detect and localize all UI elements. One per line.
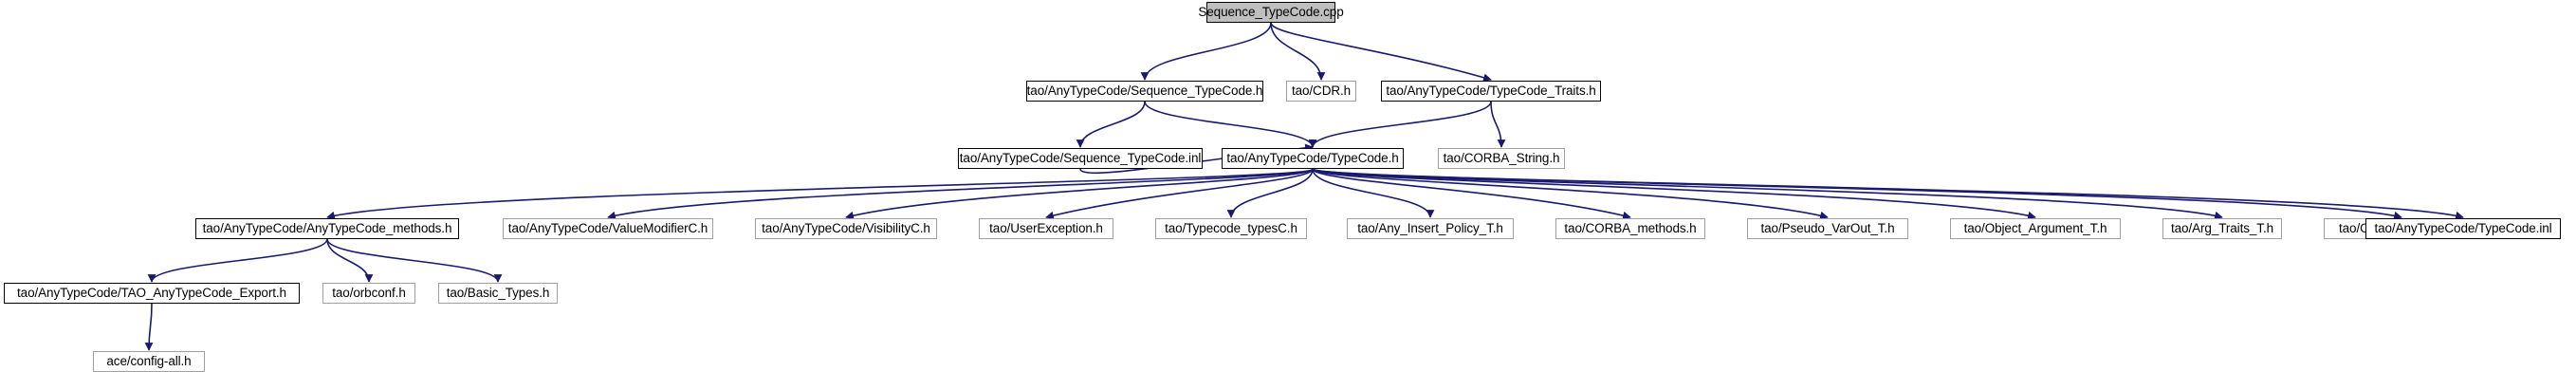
graph-edge (1312, 168, 1829, 220)
graph-edge (1045, 168, 1314, 220)
graph-node-label: tao/AnyTypeCode/AnyTypeCode_methods.h (202, 221, 452, 236)
graph-node-n6[interactable]: tao/CORBA_String.h (1438, 148, 1565, 169)
graph-edge (1270, 22, 1326, 81)
graph-edge (1226, 168, 1314, 218)
graph-edge (1312, 168, 2402, 220)
graph-node-label: tao/Arg_Traits_T.h (2171, 221, 2273, 236)
graph-edge (1076, 101, 1146, 148)
graph-node-label: tao/CORBA_String.h (1443, 151, 1560, 166)
graph-node-label: tao/AnyTypeCode/VisibilityC.h (762, 221, 930, 236)
graph-edge (1308, 101, 1492, 148)
graph-edge (1140, 22, 1272, 81)
graph-node-n2[interactable]: tao/CDR.h (1286, 81, 1356, 102)
graph-node-label: ace/config-all.h (106, 354, 192, 369)
graph-node-n13[interactable]: tao/CORBA_methods.h (1555, 218, 1705, 239)
graph-node-label: tao/Object_Argument_T.h (1963, 221, 2107, 236)
graph-edge (1312, 168, 2036, 220)
graph-node-n0[interactable]: Sequence_TypeCode.cpp (1198, 2, 1344, 23)
graph-edge (607, 168, 1314, 220)
graph-node-n18[interactable]: tao/AnyTypeCode/TypeCode.inl (2365, 218, 2561, 239)
graph-node-label: tao/AnyTypeCode/Sequence_TypeCode.h (1026, 84, 1263, 99)
graph-node-label: tao/Any_Insert_Policy_T.h (1357, 221, 1503, 236)
graph-node-n19[interactable]: tao/AnyTypeCode/TAO_AnyTypeCode_Export.h (4, 283, 300, 304)
graph-node-n12[interactable]: tao/Any_Insert_Policy_T.h (1347, 218, 1514, 239)
graph-node-n14[interactable]: tao/Pseudo_VarOut_T.h (1747, 218, 1908, 239)
graph-edge (147, 238, 328, 283)
graph-node-label: tao/CDR.h (1291, 84, 1352, 99)
graph-edge (1144, 101, 1317, 148)
graph-node-label: tao/AnyTypeCode/TypeCode.inl (2374, 221, 2552, 236)
graph-node-label: tao/UserException.h (989, 221, 1103, 236)
graph-edge (326, 238, 503, 283)
graph-node-n3[interactable]: tao/AnyTypeCode/TypeCode_Traits.h (1381, 81, 1601, 102)
graph-node-n10[interactable]: tao/UserException.h (979, 218, 1113, 239)
graph-node-n4[interactable]: tao/AnyTypeCode/Sequence_TypeCode.inl (958, 148, 1203, 169)
graph-node-label: tao/AnyTypeCode/ValueModifierC.h (507, 221, 708, 236)
graph-edge (326, 238, 374, 283)
graph-edge (845, 168, 1314, 220)
graph-node-n20[interactable]: tao/orbconf.h (322, 283, 415, 304)
graph-node-label: tao/CORBA_methods.h (1564, 221, 1697, 236)
graph-node-label: tao/AnyTypeCode/TypeCode.h (1226, 151, 1399, 166)
graph-node-n1[interactable]: tao/AnyTypeCode/Sequence_TypeCode.h (1026, 81, 1263, 102)
graph-edge (1312, 168, 1631, 220)
graph-edge (1270, 22, 1492, 83)
graph-node-label: tao/orbconf.h (332, 286, 406, 301)
graph-node-label: tao/Typecode_typesC.h (1165, 221, 1297, 236)
graph-node-label: tao/AnyTypeCode/TAO_AnyTypeCode_Export.h (17, 286, 286, 301)
graph-node-label: tao/Basic_Types.h (446, 286, 550, 301)
graph-node-n5[interactable]: tao/AnyTypeCode/TypeCode.h (1222, 148, 1404, 169)
graph-node-n9[interactable]: tao/AnyTypeCode/VisibilityC.h (755, 218, 937, 239)
graph-node-n8[interactable]: tao/AnyTypeCode/ValueModifierC.h (503, 218, 713, 239)
graph-node-label: tao/AnyTypeCode/Sequence_TypeCode.inl (959, 151, 1202, 166)
graph-edge (326, 168, 1314, 220)
graph-node-n21[interactable]: tao/Basic_Types.h (438, 283, 558, 304)
graph-node-n15[interactable]: tao/Object_Argument_T.h (1950, 218, 2121, 239)
graph-node-label: tao/Pseudo_VarOut_T.h (1760, 221, 1895, 236)
graph-edge (144, 303, 154, 351)
graph-node-label: Sequence_TypeCode.cpp (1198, 5, 1344, 20)
graph-edge (1312, 168, 2464, 220)
graph-edge (1312, 168, 1435, 218)
graph-node-n16[interactable]: tao/Arg_Traits_T.h (2162, 218, 2282, 239)
graph-edge (1312, 168, 2223, 220)
graph-node-n11[interactable]: tao/Typecode_typesC.h (1155, 218, 1307, 239)
graph-edge (1490, 101, 1506, 148)
graph-node-label: tao/AnyTypeCode/TypeCode_Traits.h (1386, 84, 1596, 99)
graph-node-n22[interactable]: ace/config-all.h (93, 351, 205, 372)
graph-node-n7[interactable]: tao/AnyTypeCode/AnyTypeCode_methods.h (195, 218, 459, 239)
